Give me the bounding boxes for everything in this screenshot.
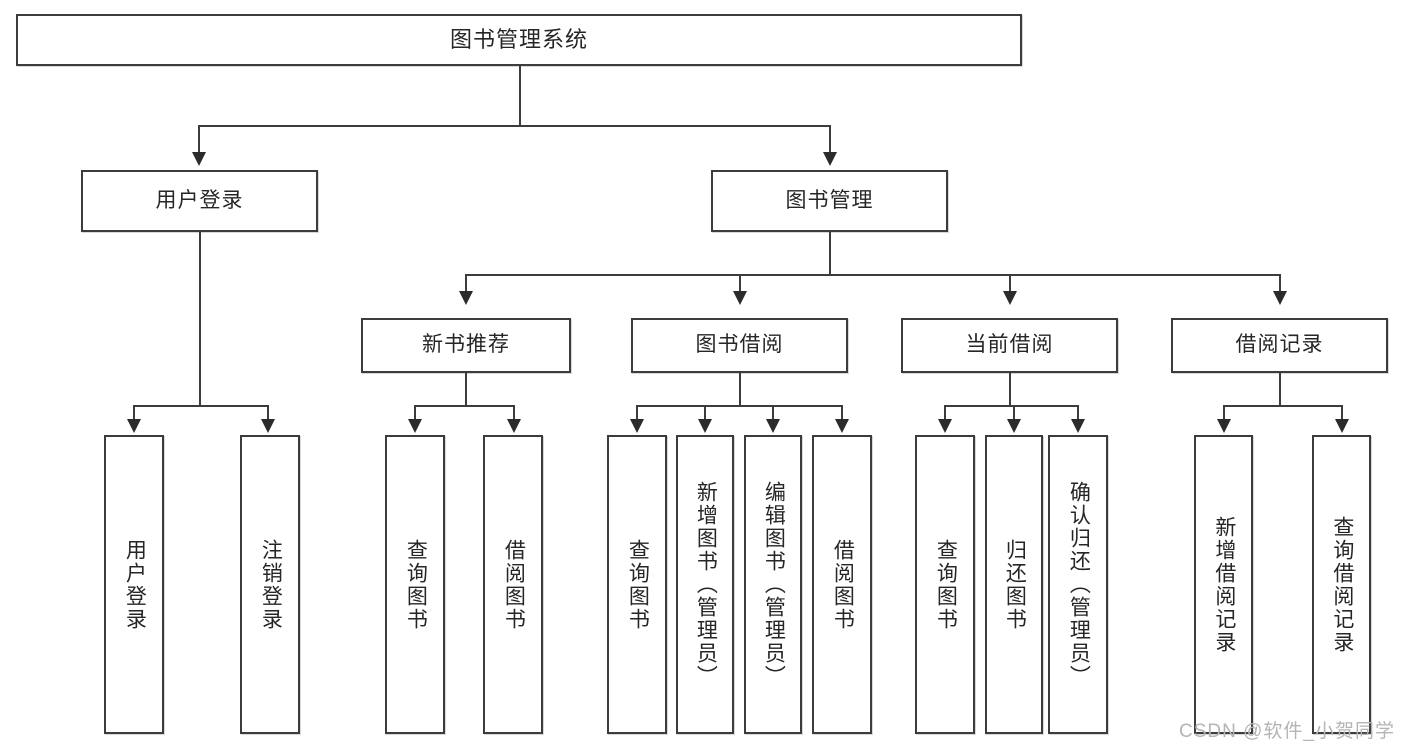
arrow-book-borrow-leaf-2 [698, 419, 712, 433]
arrow-new-book-recommend-leaf-1 [408, 419, 422, 433]
arrow-borrow-record-leaf-2 [1335, 419, 1349, 433]
connector-current-borrow-drop-2 [1013, 405, 1015, 422]
node-leaf-query-record-label: 查询借阅记录 [1330, 515, 1354, 654]
node-user-login[interactable]: 用户登录 [81, 170, 318, 232]
node-book-manage[interactable]: 图书管理 [711, 170, 948, 232]
connector-current-borrow-bus [944, 405, 1078, 407]
node-leaf-query-book-2-label: 查询图书 [626, 538, 650, 631]
connector-borrow-record-bus [1223, 405, 1342, 407]
node-leaf-confirm-return[interactable]: 确认归还（管理员） [1048, 435, 1108, 734]
arrow-user-login-leaf-1 [127, 419, 141, 433]
connector-book-manage-drop-1 [465, 274, 467, 293]
connector-book-borrow-stem [739, 373, 741, 405]
node-leaf-query-book-1-label: 查询图书 [404, 538, 428, 631]
connector-root-bus [198, 125, 830, 127]
connector-user-login-bus [133, 405, 267, 407]
connector-book-manage-stem [829, 232, 831, 274]
node-leaf-edit-book-label: 编辑图书（管理员） [762, 481, 786, 688]
arrow-book-manage-to-new-book-recommend [459, 291, 473, 305]
connector-book-manage-drop-4 [1279, 274, 1281, 293]
arrow-current-borrow-leaf-2 [1007, 419, 1021, 433]
node-book-borrow-label: 图书借阅 [695, 333, 784, 357]
node-current-borrow[interactable]: 当前借阅 [901, 318, 1118, 373]
watermark-text: CSDN @软件_小贺同学 [1179, 721, 1395, 742]
arrow-book-manage-to-borrow-record [1273, 291, 1287, 305]
node-leaf-user-logout-label: 注销登录 [259, 538, 283, 631]
connector-user-login-drop-2 [267, 405, 269, 422]
node-leaf-borrow-book-1[interactable]: 借阅图书 [483, 435, 543, 734]
node-book-borrow[interactable]: 图书借阅 [631, 318, 848, 373]
connector-root-to-user-login [198, 125, 200, 155]
arrow-book-manage-to-current-borrow [1003, 291, 1017, 305]
connector-root-stem [519, 66, 521, 125]
arrow-current-borrow-leaf-3 [1071, 419, 1085, 433]
arrow-new-book-recommend-leaf-2 [507, 419, 521, 433]
connector-book-manage-drop-2 [739, 274, 741, 293]
node-leaf-user-login-label: 用户登录 [123, 538, 147, 631]
connector-book-manage-drop-3 [1009, 274, 1011, 293]
node-borrow-record[interactable]: 借阅记录 [1171, 318, 1388, 373]
connector-new-book-recommend-bus [414, 405, 515, 407]
connector-book-manage-bus [465, 274, 1279, 276]
connector-current-borrow-drop-3 [1077, 405, 1079, 422]
arrow-book-manage-to-book-borrow [733, 291, 747, 305]
node-book-manage-label: 图书管理 [785, 188, 874, 212]
node-leaf-add-book[interactable]: 新增图书（管理员） [676, 435, 734, 734]
connector-new-book-recommend-drop-2 [513, 405, 515, 422]
connector-book-borrow-drop-3 [772, 405, 774, 422]
node-leaf-edit-book[interactable]: 编辑图书（管理员） [744, 435, 802, 734]
node-leaf-borrow-book-2[interactable]: 借阅图书 [812, 435, 872, 734]
node-leaf-return-book-label: 归还图书 [1003, 538, 1027, 631]
arrow-root-to-book-manage [823, 152, 837, 166]
connector-user-login-stem [199, 232, 201, 406]
connector-book-borrow-drop-1 [636, 405, 638, 422]
arrow-root-to-user-login [192, 152, 206, 166]
node-current-borrow-label: 当前借阅 [965, 333, 1054, 357]
arrow-book-borrow-leaf-1 [630, 419, 644, 433]
node-leaf-return-book[interactable]: 归还图书 [985, 435, 1043, 734]
arrow-book-borrow-leaf-4 [835, 419, 849, 433]
node-leaf-query-book-3[interactable]: 查询图书 [915, 435, 975, 734]
node-leaf-borrow-book-1-label: 借阅图书 [502, 538, 526, 631]
arrow-borrow-record-leaf-1 [1217, 419, 1231, 433]
connector-new-book-recommend-stem [465, 373, 467, 405]
arrow-book-borrow-leaf-3 [766, 419, 780, 433]
connector-book-borrow-drop-4 [841, 405, 843, 422]
arrow-current-borrow-leaf-1 [938, 419, 952, 433]
node-root-label: 图书管理系统 [449, 27, 588, 53]
connector-book-borrow-bus [636, 405, 842, 407]
connector-borrow-record-drop-2 [1341, 405, 1343, 422]
connector-borrow-record-stem [1279, 373, 1281, 405]
node-user-login-label: 用户登录 [155, 188, 244, 212]
connector-current-borrow-stem [1009, 373, 1011, 405]
node-leaf-query-record[interactable]: 查询借阅记录 [1312, 435, 1371, 734]
node-leaf-confirm-return-label: 确认归还（管理员） [1067, 481, 1091, 688]
node-leaf-user-logout[interactable]: 注销登录 [240, 435, 300, 734]
arrow-user-login-leaf-2 [261, 419, 275, 433]
node-leaf-add-record[interactable]: 新增借阅记录 [1194, 435, 1253, 734]
node-borrow-record-label: 借阅记录 [1235, 333, 1324, 357]
connector-user-login-drop-1 [133, 405, 135, 422]
node-leaf-add-record-label: 新增借阅记录 [1212, 515, 1236, 654]
node-leaf-add-book-label: 新增图书（管理员） [694, 481, 718, 688]
connector-root-to-book-manage [829, 125, 831, 155]
node-new-book-recommend[interactable]: 新书推荐 [361, 318, 571, 373]
node-leaf-borrow-book-2-label: 借阅图书 [831, 538, 855, 631]
node-root[interactable]: 图书管理系统 [16, 14, 1022, 66]
connector-current-borrow-drop-1 [944, 405, 946, 422]
node-leaf-query-book-1[interactable]: 查询图书 [385, 435, 445, 734]
node-leaf-query-book-2[interactable]: 查询图书 [607, 435, 667, 734]
node-leaf-query-book-3-label: 查询图书 [934, 538, 958, 631]
connector-new-book-recommend-drop-1 [414, 405, 416, 422]
node-new-book-recommend-label: 新书推荐 [422, 333, 510, 357]
node-leaf-user-login[interactable]: 用户登录 [104, 435, 164, 734]
connector-book-borrow-drop-2 [704, 405, 706, 422]
connector-borrow-record-drop-1 [1223, 405, 1225, 422]
